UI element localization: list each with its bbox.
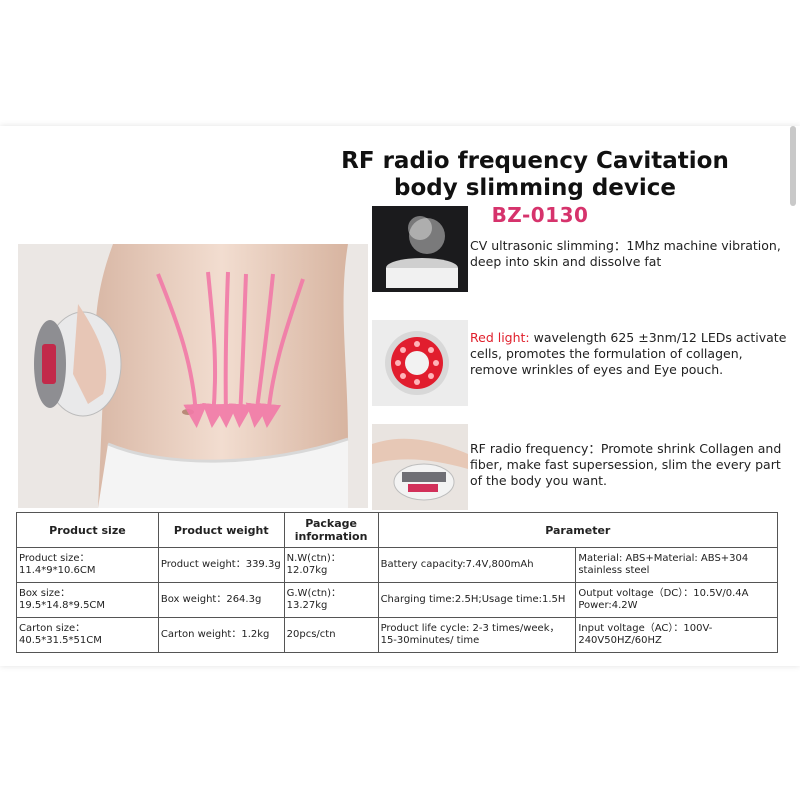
- table-cell: Box weight：264.3g: [157, 582, 285, 618]
- red-light-image: [372, 320, 468, 406]
- spec-table: Product size Product weight Package info…: [16, 512, 779, 653]
- rf-device-image: [372, 424, 468, 510]
- model-number: BZ-0130: [491, 203, 589, 227]
- table-cell: 20pcs/ctn: [283, 617, 379, 653]
- table-cell: Product size：11.4*9*10.6CM: [16, 547, 159, 583]
- table-row: Product size：11.4*9*10.6CM Product weigh…: [16, 547, 778, 583]
- feature-rf: RF radio frequency：Promote shrink Collag…: [470, 441, 782, 488]
- table-cell: Battery capacity:7.4V,800mAh: [377, 547, 577, 583]
- table-cell: Carton size：40.5*31.5*51CM: [16, 617, 159, 653]
- table-cell: Charging time:2.5H;Usage time:1.5H: [377, 582, 577, 618]
- header-package-information: Package information: [283, 512, 379, 548]
- feature-ultrasonic: CV ultrasonic slimming：1Mhz machine vibr…: [470, 238, 781, 269]
- table-cell: Box size：19.5*14.8*9.5CM: [16, 582, 159, 618]
- table-row: Box size：19.5*14.8*9.5CM Box weight：264.…: [16, 582, 778, 618]
- table-row: Carton size：40.5*31.5*51CM Carton weight…: [16, 617, 778, 653]
- header-parameter: Parameter: [377, 512, 779, 548]
- table-cell: Output voltage（DC）：10.5V/0.4A Power:4.2W: [575, 582, 778, 618]
- table-cell: N.W(ctn)：12.07kg: [283, 547, 379, 583]
- table-cell: Input voltage（AC）：100V-240V50HZ/60HZ: [575, 617, 778, 653]
- table-cell: Carton weight：1.2kg: [157, 617, 285, 653]
- header-product-weight: Product weight: [157, 512, 285, 548]
- table-cell: Material: ABS+Material: ABS+304 stainles…: [575, 547, 778, 583]
- ultrasonic-mist-image: [372, 206, 468, 292]
- hero-torso-image: [18, 244, 368, 508]
- product-title: RF radio frequency Cavitation body slimm…: [341, 148, 729, 201]
- table-cell: G.W(ctn)：13.27kg: [283, 582, 379, 618]
- table-cell: Product weight：339.3g: [157, 547, 285, 583]
- table-header-row: Product size Product weight Package info…: [16, 512, 779, 548]
- scrollbar[interactable]: [790, 126, 796, 206]
- feature-red-light: Red light: wavelength 625 ±3nm/12 LEDs a…: [470, 330, 787, 377]
- header-product-size: Product size: [16, 512, 159, 548]
- table-cell: Product life cycle: 2-3 times/week，15-30…: [377, 617, 577, 653]
